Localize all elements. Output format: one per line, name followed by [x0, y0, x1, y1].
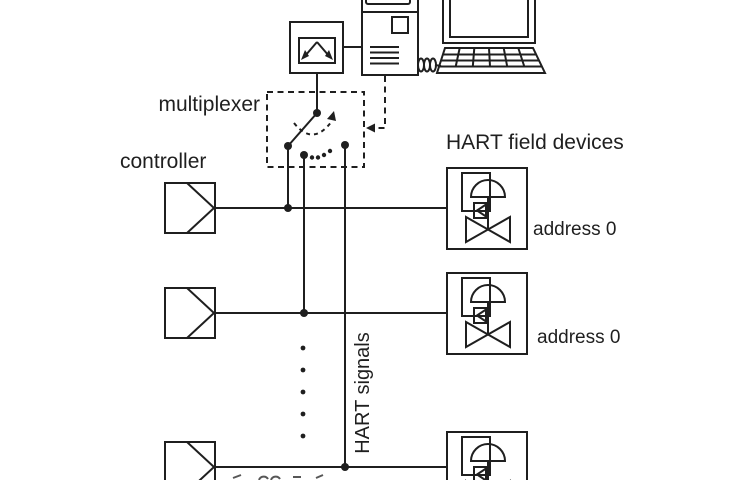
controller-box-3 — [164, 441, 216, 480]
loop-row-3 — [215, 463, 447, 471]
cable-coil-icon — [417, 57, 442, 73]
mux-control-arrow-icon — [366, 76, 386, 133]
address-label-1: address 0 — [533, 219, 617, 240]
multiplexer-label: multiplexer — [158, 93, 260, 116]
controller-box-2 — [164, 287, 216, 339]
continuation-dots — [300, 345, 306, 439]
address-label-2: address 0 — [537, 327, 621, 348]
keyboard-icon — [435, 47, 547, 74]
multiplexer-box — [266, 91, 365, 168]
hart-modem-icon — [289, 21, 344, 74]
computer-tower-icon — [361, 0, 419, 76]
controller-box-1 — [164, 182, 216, 234]
rotary-switch-icon — [284, 109, 349, 160]
controller-label: controller — [120, 150, 207, 173]
desktop-monitor-icon — [442, 0, 536, 44]
hart-signals-label: HART signals — [352, 332, 374, 454]
loop-row-1 — [215, 204, 447, 212]
hart-device-box-2 — [446, 272, 528, 355]
cut-off-text-fragments — [232, 474, 324, 480]
hart-device-box-1 — [446, 167, 528, 250]
field-devices-title: HART field devices — [446, 131, 624, 154]
hart-device-box-3 — [446, 431, 528, 480]
loop-row-2 — [215, 309, 447, 317]
